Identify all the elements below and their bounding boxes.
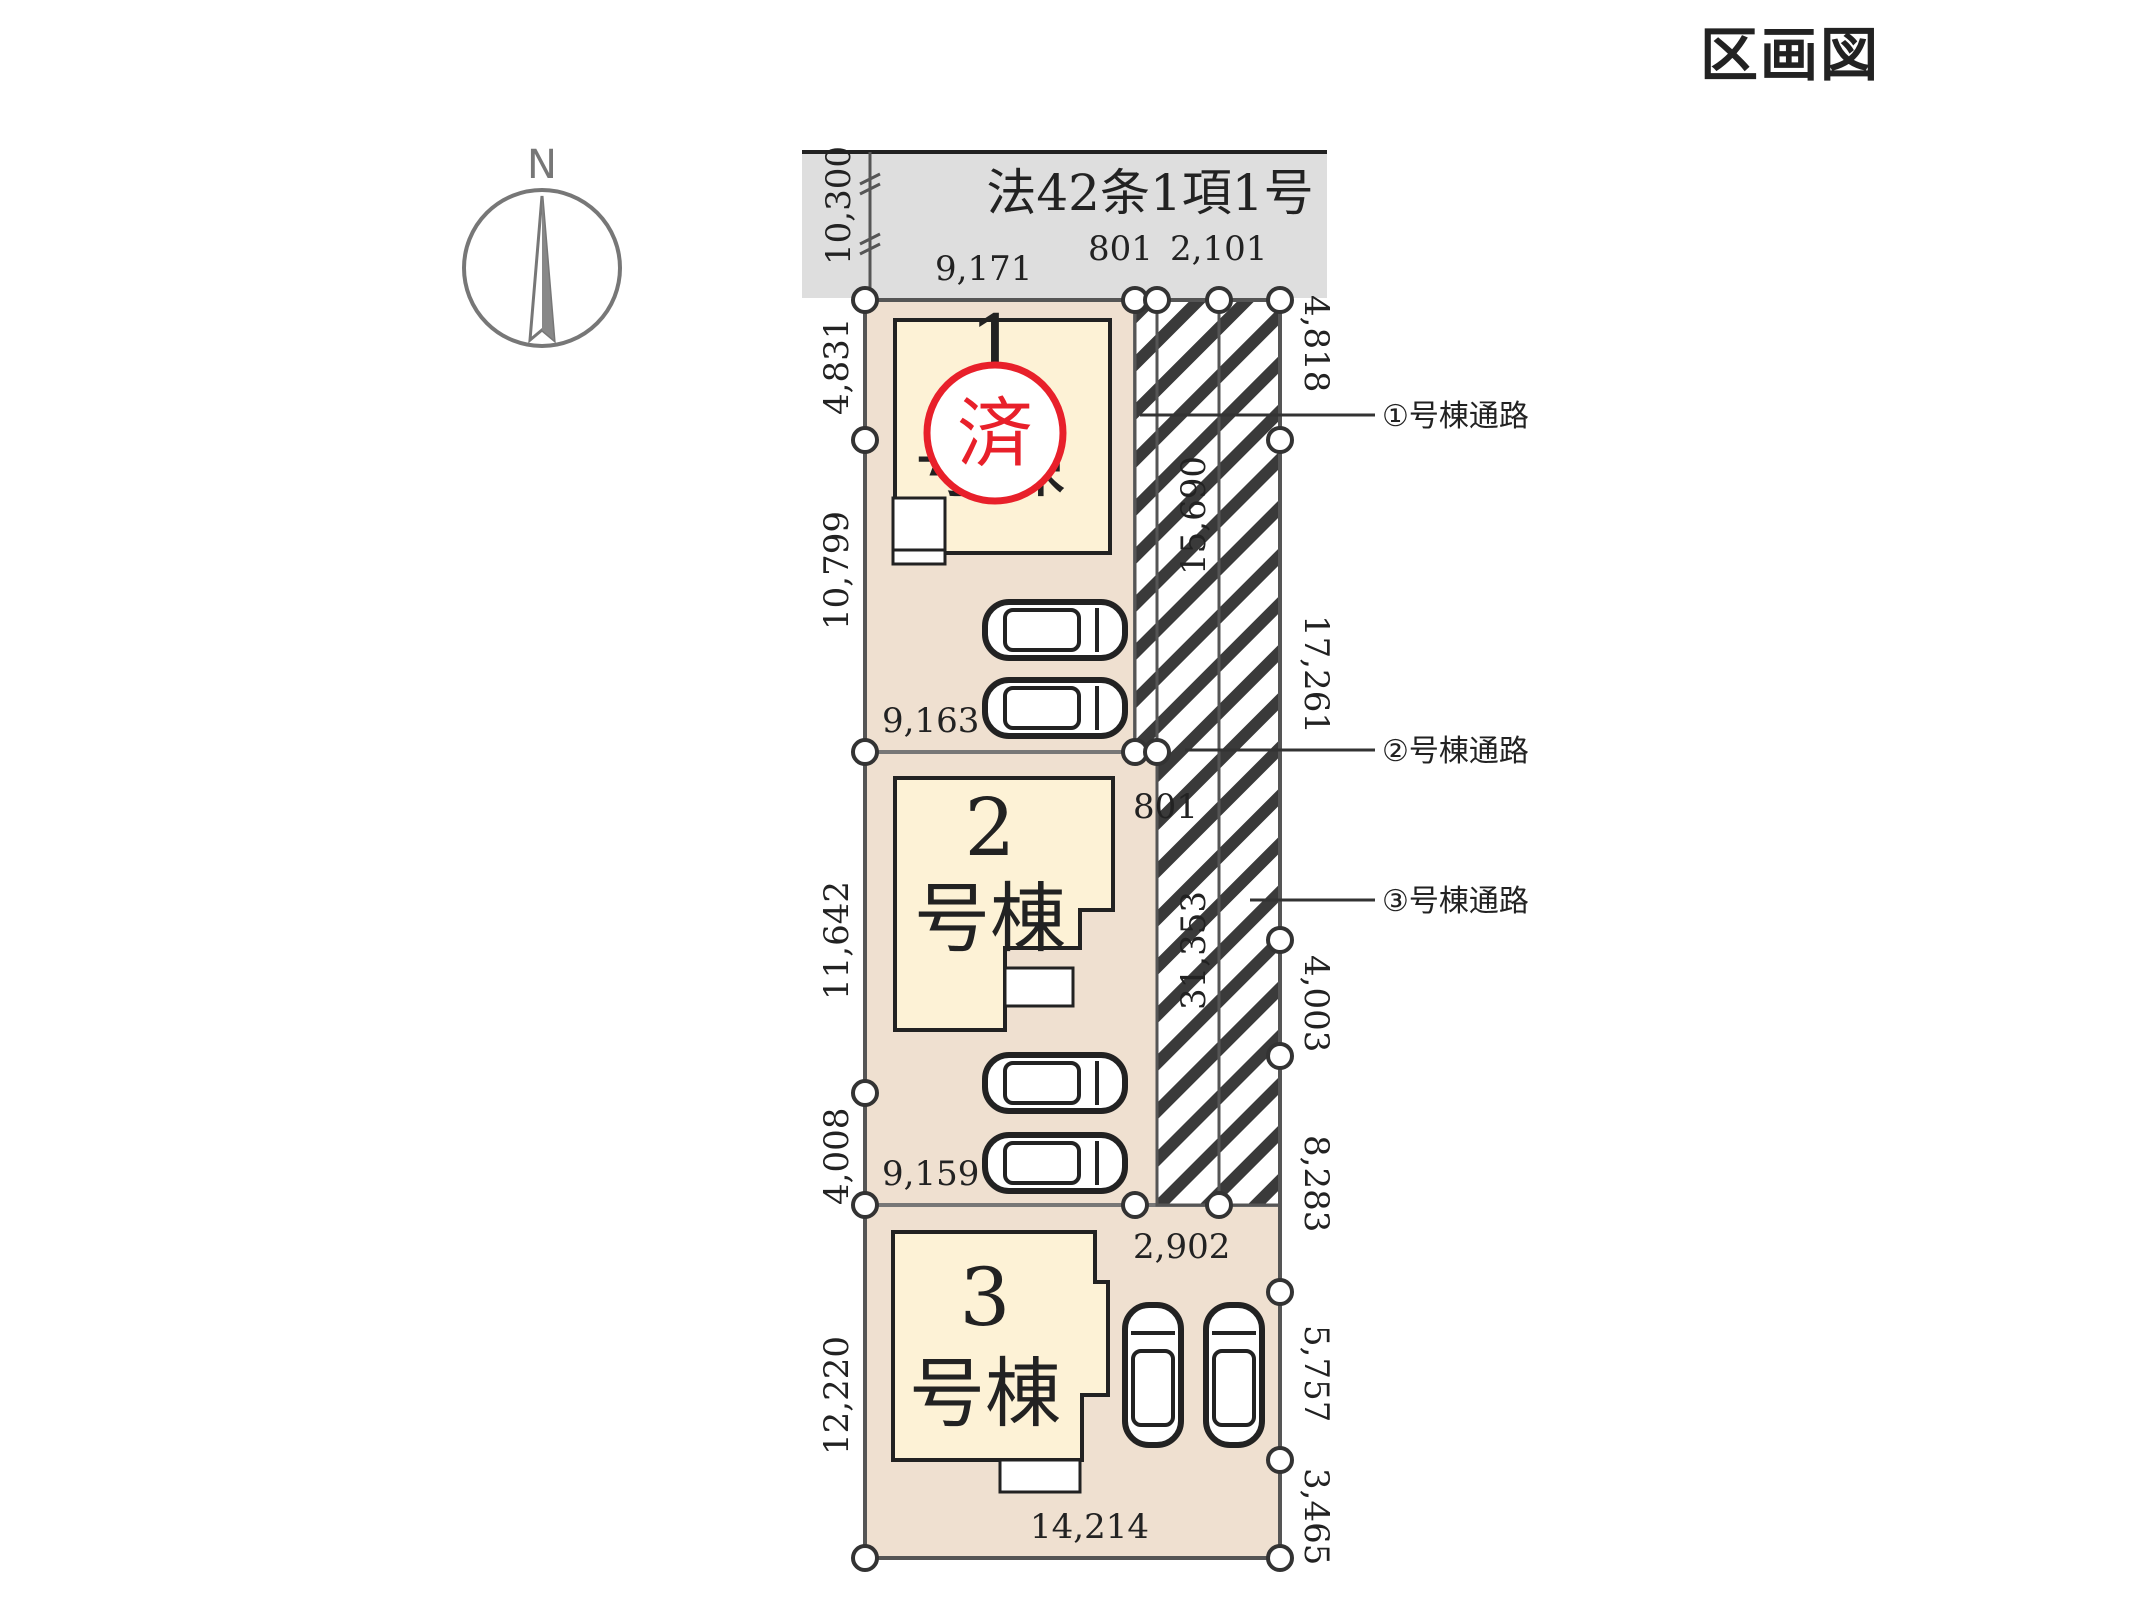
callout-path-1: ①号棟通路 bbox=[1140, 399, 1529, 434]
callout-path-3-label: ③号棟通路 bbox=[1382, 884, 1529, 919]
sold-stamp-text: 済 bbox=[957, 389, 1033, 478]
dim-right-b: 17,261 bbox=[1296, 615, 1336, 734]
dim-top-path1: 801 bbox=[1088, 229, 1153, 269]
dim-right-c: 4,003 bbox=[1296, 955, 1336, 1052]
dim-left-2a: 11,642 bbox=[817, 881, 857, 1000]
callout-path-3: ③号棟通路 bbox=[1250, 884, 1529, 919]
road-width-dim: 10,300 bbox=[819, 146, 859, 265]
dim-lot2-bottom: 9,159 bbox=[882, 1154, 979, 1194]
callout-path-2-label: ②号棟通路 bbox=[1382, 734, 1529, 769]
lot-2: 2 号棟 bbox=[863, 750, 1162, 1207]
access-path-1 bbox=[1133, 298, 1159, 754]
boundary-markers bbox=[851, 286, 1294, 1572]
dim-lot1-bottom: 9,163 bbox=[882, 701, 979, 741]
dim-left-2b: 4,008 bbox=[817, 1108, 857, 1205]
page-title: 区画図 bbox=[1700, 21, 1881, 89]
callout-path-2: ②号棟通路 bbox=[1185, 734, 1529, 769]
lot-2-number: 2 bbox=[965, 781, 1016, 874]
dim-right-f: 3,465 bbox=[1296, 1468, 1336, 1565]
road-label: 法42条1項1号 bbox=[986, 164, 1313, 222]
dim-left-1a: 4,831 bbox=[817, 318, 857, 415]
lot-1: 1 号棟 済 bbox=[863, 298, 1137, 754]
lot-3-kanji: 号棟 bbox=[909, 1349, 1061, 1438]
dim-path1-bottom: 801 bbox=[1133, 787, 1198, 827]
dim-path-bottom: 2,902 bbox=[1133, 1227, 1230, 1267]
sold-stamp: 済 bbox=[923, 361, 1067, 505]
dim-right-e: 5,757 bbox=[1296, 1325, 1336, 1422]
dim-lot3-bottom: 14,214 bbox=[1030, 1507, 1149, 1547]
dim-path-len-2: 31,353 bbox=[1174, 891, 1214, 1010]
dim-right-a: 4,818 bbox=[1296, 295, 1336, 392]
dim-path-len-1: 15,690 bbox=[1174, 456, 1214, 575]
front-road: 法42条1項1号 10,300 bbox=[802, 146, 1327, 298]
lot-3-number: 3 bbox=[960, 1251, 1011, 1344]
dim-left-3: 12,220 bbox=[817, 1336, 857, 1455]
dim-top-path23: 2,101 bbox=[1170, 229, 1267, 269]
callout-path-1-label: ①号棟通路 bbox=[1382, 399, 1529, 434]
north-label: N bbox=[527, 142, 557, 188]
north-compass: N bbox=[462, 142, 622, 348]
dim-top-front: 9,171 bbox=[935, 249, 1032, 289]
dim-right-d: 8,283 bbox=[1296, 1135, 1336, 1232]
lot-2-kanji: 号棟 bbox=[914, 874, 1066, 963]
dim-left-1b: 10,799 bbox=[817, 511, 857, 630]
